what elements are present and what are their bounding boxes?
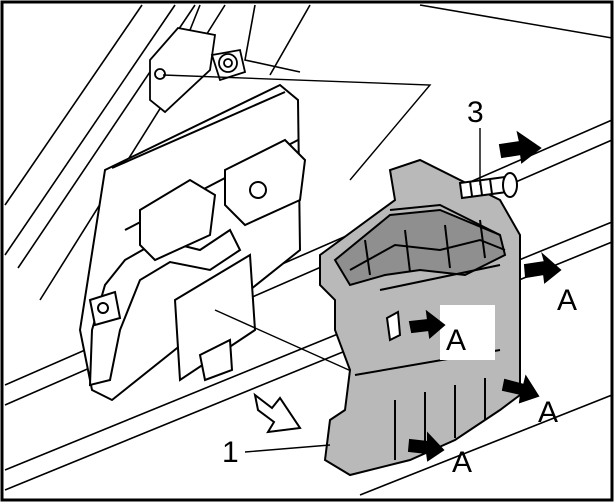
callout-part-3: 3	[467, 96, 484, 129]
screw-part-3	[458, 172, 518, 200]
clip-marker-right-upper: A	[557, 284, 577, 317]
mounting-bracket	[149, 27, 247, 114]
arrow-icon	[253, 130, 562, 462]
module-leader-line-2	[214, 309, 361, 376]
clip-marker-right-lower: A	[538, 396, 558, 429]
clip-marker-bottom: A	[452, 446, 472, 479]
module-leader-line	[162, 74, 432, 181]
cover-part-1	[319, 158, 521, 477]
callout-1-leader	[244, 444, 331, 453]
cover-direction-arrow-icon	[253, 392, 302, 434]
clip-arrow-bottom-icon	[407, 431, 445, 462]
clip-arrow-right-lower-icon	[501, 374, 540, 404]
clip-marker-center: A	[446, 324, 466, 357]
screw-direction-arrow-icon	[498, 130, 542, 164]
control-module	[78, 83, 307, 402]
callout-part-1: 1	[222, 436, 239, 469]
clip-arrow-center-icon	[408, 309, 446, 339]
clip-arrow-right-upper-icon	[523, 251, 562, 284]
